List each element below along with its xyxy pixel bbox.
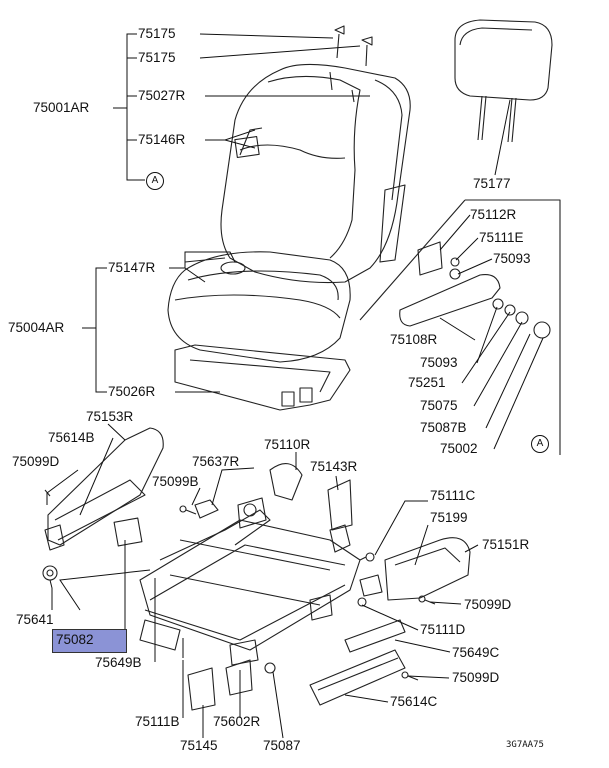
label-75026r: 75026R bbox=[108, 384, 156, 399]
label-75175-a: 75175 bbox=[138, 26, 176, 41]
cushion-pan-drawing bbox=[174, 344, 351, 411]
diagram-code: 3G7AA75 bbox=[506, 740, 544, 750]
label-75111b: 75111B bbox=[135, 714, 180, 729]
label-75175-b: 75175 bbox=[138, 50, 176, 65]
guide-drawings bbox=[334, 25, 373, 67]
label-75111e: 75111E bbox=[479, 230, 524, 245]
label-75151r: 75151R bbox=[482, 537, 530, 552]
label-75004ar: 75004AR bbox=[8, 320, 65, 335]
label-75614c: 75614C bbox=[390, 694, 438, 709]
ref-circle-a-1: A bbox=[146, 172, 164, 190]
label-75649b: 75649B bbox=[95, 655, 142, 670]
label-75111d: 75111D bbox=[420, 622, 466, 637]
label-75146r: 75146R bbox=[138, 132, 186, 147]
side-cover-left-drawing bbox=[42, 427, 164, 581]
seat-cushion-drawing bbox=[167, 251, 351, 363]
label-75251: 75251 bbox=[408, 375, 446, 390]
label-75082-highlighted[interactable]: 75082 bbox=[56, 632, 94, 647]
label-75637r: 75637R bbox=[192, 454, 240, 469]
label-75147r: 75147R bbox=[108, 260, 156, 275]
label-75099d-b: 75099D bbox=[464, 597, 512, 612]
label-75199: 75199 bbox=[430, 510, 468, 525]
label-75099d-a: 75099D bbox=[12, 454, 60, 469]
label-75614b: 75614B bbox=[48, 430, 95, 445]
rail-drawings bbox=[182, 619, 406, 711]
label-75110r: 75110R bbox=[264, 437, 311, 452]
armrest-detail-box bbox=[359, 199, 561, 455]
fastener-drawings bbox=[179, 505, 436, 681]
label-75027r: 75027R bbox=[138, 88, 186, 103]
label-75093-b: 75093 bbox=[420, 355, 458, 370]
label-75649c: 75649C bbox=[452, 645, 500, 660]
label-75075: 75075 bbox=[420, 398, 458, 413]
label-75153r: 75153R bbox=[86, 409, 134, 424]
label-75002: 75002 bbox=[440, 441, 478, 456]
label-75112r: 75112R bbox=[470, 207, 517, 222]
seat-frame-drawing bbox=[139, 463, 361, 666]
label-75602r: 75602R bbox=[213, 714, 261, 729]
headrest-drawing bbox=[454, 19, 553, 143]
label-75087: 75087 bbox=[263, 738, 301, 753]
highlighted-part-box bbox=[52, 629, 127, 653]
leader-lines bbox=[46, 33, 544, 739]
label-75111c: 75111C bbox=[430, 488, 476, 503]
label-75108r: 75108R bbox=[390, 332, 438, 347]
label-75001ar: 75001AR bbox=[33, 100, 90, 115]
label-75087b: 75087B bbox=[420, 420, 467, 435]
seatback-drawing bbox=[220, 63, 411, 284]
label-75143r: 75143R bbox=[310, 459, 358, 474]
label-75177: 75177 bbox=[473, 176, 511, 191]
label-75093-a: 75093 bbox=[493, 251, 531, 266]
ref-circle-a-2: A bbox=[531, 435, 549, 453]
label-75641: 75641 bbox=[16, 612, 54, 627]
side-cover-right-drawing bbox=[357, 537, 471, 607]
label-75145: 75145 bbox=[180, 738, 218, 753]
label-75099d-c: 75099D bbox=[452, 670, 500, 685]
label-75099b: 75099B bbox=[152, 474, 199, 489]
